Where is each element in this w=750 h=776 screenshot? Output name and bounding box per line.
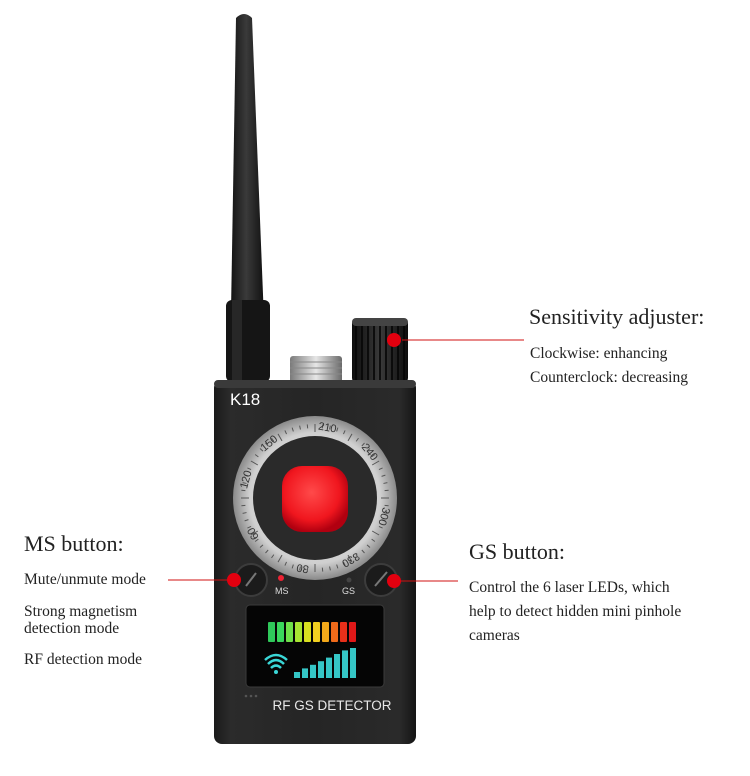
rf-strength-bar [334, 654, 340, 678]
gs-title: GS button: [469, 539, 565, 564]
dial-number: 210 [317, 421, 337, 436]
ms-callout-dot [227, 573, 241, 587]
gs-line-1: Control the 6 laser LEDs, which [469, 579, 670, 596]
rf-strength-bar [302, 668, 308, 678]
rf-strength-bar [294, 672, 300, 678]
ms-line-4: RF detection mode [24, 651, 142, 668]
mute-icon [245, 572, 257, 587]
detector-label: RF GS DETECTOR [272, 698, 391, 713]
dial-number: 120 [238, 469, 254, 490]
sensitivity-line-2: Counterclock: decreasing [530, 369, 688, 386]
wifi-signal-icon [264, 653, 288, 674]
rf-strength-bar [318, 661, 324, 678]
ms-line-1: Mute/unmute mode [24, 571, 146, 588]
camera-finder-lens [282, 466, 348, 532]
gs-line-2: help to detect hidden mini pinhole [469, 603, 682, 620]
sensitivity-line-1: Clockwise: enhancing [530, 345, 668, 362]
speaker-holes [244, 694, 258, 698]
dial-number: 30 [296, 561, 310, 575]
ms-label: MS [275, 586, 289, 596]
gs-line-3: cameras [469, 627, 520, 644]
ms-indicator-led [278, 575, 284, 581]
dial-number: 300 [375, 506, 391, 527]
led-segment [295, 622, 302, 642]
led-segment [286, 622, 293, 642]
gs-label: GS [342, 586, 355, 596]
led-segment [349, 622, 356, 642]
led-segment [277, 622, 284, 642]
ms-button[interactable] [234, 563, 268, 597]
gs-callout-dot [387, 574, 401, 588]
led-segment [304, 622, 311, 642]
ms-title: MS button: [24, 531, 124, 556]
led-level-bar [268, 622, 356, 642]
rf-strength-bar [310, 664, 316, 678]
led-segment [322, 622, 329, 642]
model-label: K18 [230, 390, 260, 409]
sensitivity-knob[interactable] [352, 318, 408, 384]
ms-line-2: Strong magnetism [24, 603, 138, 620]
rf-strength-bar [342, 650, 348, 678]
ms-line-3: detection mode [24, 620, 120, 637]
led-segment [268, 622, 275, 642]
sensitivity-title: Sensitivity adjuster: [529, 304, 705, 329]
sensitivity-callout-dot [387, 333, 401, 347]
led-segment [340, 622, 347, 642]
antenna [226, 14, 270, 382]
gs-indicator-led [346, 577, 352, 583]
signal-display [245, 604, 385, 688]
rf-strength-bar [350, 648, 356, 678]
rf-strength-bar [326, 657, 332, 678]
laser-icon [374, 571, 388, 587]
dial-number: 60 [245, 525, 262, 542]
antenna-connector [290, 356, 342, 384]
led-segment [313, 622, 320, 642]
led-segment [331, 622, 338, 642]
rf-strength-bars [294, 648, 356, 678]
